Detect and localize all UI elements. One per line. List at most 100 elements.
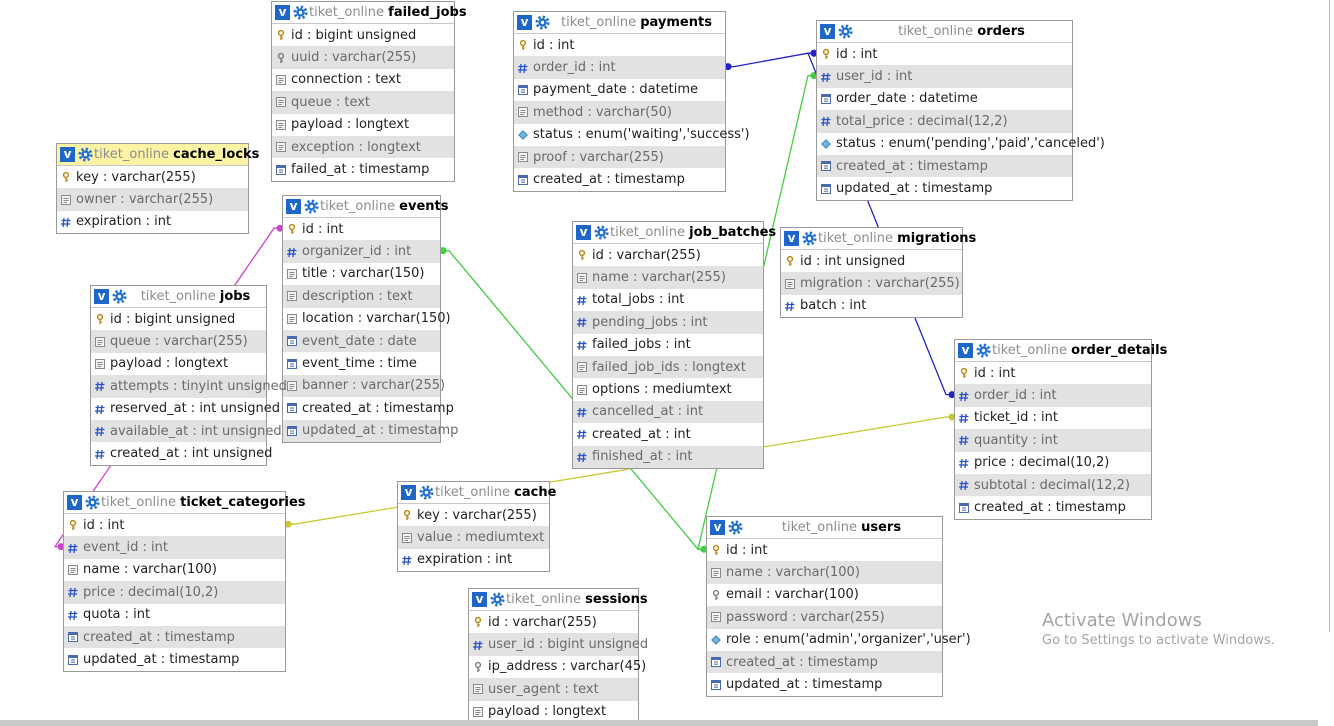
column-row[interactable]: id : int	[283, 218, 440, 240]
column-row[interactable]: updated_at : timestamp	[707, 673, 942, 695]
column-row[interactable]: title : varchar(150)	[283, 263, 440, 285]
toggle-columns-icon[interactable]: v	[784, 231, 799, 246]
toggle-columns-icon[interactable]: v	[517, 15, 532, 30]
column-row[interactable]: price : decimal(10,2)	[955, 452, 1151, 474]
toggle-columns-icon[interactable]: v	[576, 225, 591, 240]
vertical-scrollbar[interactable]	[1329, 0, 1330, 632]
column-row[interactable]: batch : int	[781, 295, 962, 317]
column-row[interactable]: created_at : timestamp	[955, 496, 1151, 518]
column-row[interactable]: event_time : time	[283, 352, 440, 374]
column-row[interactable]: updated_at : timestamp	[817, 177, 1072, 199]
column-row[interactable]: description : text	[283, 285, 440, 308]
column-row[interactable]: failed_jobs : int	[573, 334, 763, 356]
column-row[interactable]: key : varchar(255)	[57, 166, 248, 188]
gear-icon[interactable]	[489, 591, 506, 608]
column-row[interactable]: event_id : int	[64, 536, 285, 559]
column-row[interactable]: created_at : timestamp	[514, 168, 725, 190]
column-row[interactable]: price : decimal(10,2)	[64, 581, 285, 604]
column-row[interactable]: id : bigint unsigned	[91, 308, 266, 330]
toggle-columns-icon[interactable]: v	[820, 24, 835, 39]
column-row[interactable]: id : int	[707, 539, 942, 561]
column-row[interactable]: user_agent : text	[469, 678, 638, 701]
toggle-columns-icon[interactable]: v	[286, 199, 301, 214]
gear-icon[interactable]	[727, 519, 744, 536]
column-row[interactable]: order_date : datetime	[817, 88, 1072, 110]
gear-icon[interactable]	[801, 230, 818, 247]
column-row[interactable]: id : int unsigned	[781, 250, 962, 272]
column-row[interactable]: failed_job_ids : longtext	[573, 355, 763, 379]
column-row[interactable]: attempts : tinyint unsigned	[91, 375, 287, 398]
column-row[interactable]: email : varchar(100)	[707, 584, 942, 606]
column-row[interactable]: method : varchar(50)	[514, 101, 725, 124]
gear-icon[interactable]	[292, 4, 309, 21]
column-row[interactable]: value : mediumtext	[398, 526, 549, 549]
column-row[interactable]: id : int	[955, 362, 1151, 384]
column-row[interactable]: finished_at : int	[573, 445, 763, 468]
column-row[interactable]: password : varchar(255)	[707, 606, 942, 629]
column-row[interactable]: user_id : int	[817, 65, 1072, 88]
column-row[interactable]: updated_at : timestamp	[64, 648, 285, 670]
gear-icon[interactable]	[84, 494, 101, 511]
gear-icon[interactable]	[111, 288, 128, 305]
column-row[interactable]: name : varchar(255)	[573, 266, 763, 289]
column-row[interactable]: key : varchar(255)	[398, 504, 549, 526]
column-row[interactable]: cancelled_at : int	[573, 400, 763, 424]
gear-icon[interactable]	[975, 342, 992, 359]
column-row[interactable]: order_id : int	[514, 56, 725, 79]
column-row[interactable]: updated_at : timestamp	[283, 419, 458, 442]
gear-icon[interactable]	[418, 484, 435, 501]
column-row[interactable]: id : int	[514, 34, 725, 56]
column-row[interactable]: owner : varchar(255)	[57, 188, 248, 211]
column-row[interactable]: uuid : varchar(255)	[272, 46, 454, 69]
horizontal-scrollbar[interactable]	[0, 720, 1318, 726]
gear-icon[interactable]	[593, 224, 610, 241]
toggle-columns-icon[interactable]: v	[958, 343, 973, 358]
column-row[interactable]: ticket_id : int	[955, 407, 1151, 429]
column-row[interactable]: status : enum('waiting','success')	[514, 124, 750, 146]
column-row[interactable]: user_id : bigint unsigned	[469, 633, 648, 656]
gear-icon[interactable]	[837, 23, 854, 40]
column-row[interactable]: failed_at : timestamp	[272, 158, 454, 180]
column-row[interactable]: event_date : date	[283, 329, 440, 353]
column-row[interactable]: created_at : timestamp	[283, 397, 454, 419]
column-row[interactable]: role : enum('admin','organizer','user')	[707, 629, 971, 651]
toggle-columns-icon[interactable]: v	[60, 147, 75, 162]
column-row[interactable]: subtotal : decimal(12,2)	[955, 473, 1151, 497]
column-row[interactable]: id : bigint unsigned	[272, 24, 454, 46]
column-row[interactable]: created_at : timestamp	[817, 154, 1072, 178]
gear-icon[interactable]	[534, 14, 551, 31]
column-row[interactable]: created_at : int	[573, 423, 763, 445]
column-row[interactable]: payload : longtext	[469, 701, 638, 723]
column-row[interactable]: options : mediumtext	[573, 378, 763, 400]
column-row[interactable]: name : varchar(100)	[64, 559, 285, 581]
column-row[interactable]: total_price : decimal(12,2)	[817, 110, 1072, 133]
column-row[interactable]: exception : longtext	[272, 135, 454, 159]
column-row[interactable]: available_at : int unsigned	[91, 419, 282, 443]
column-row[interactable]: id : int	[817, 43, 1072, 65]
column-row[interactable]: created_at : int unsigned	[91, 442, 272, 464]
column-row[interactable]: id : varchar(255)	[573, 244, 763, 266]
toggle-columns-icon[interactable]: v	[472, 592, 487, 607]
column-row[interactable]: status : enum('pending','paid','canceled…	[817, 133, 1105, 155]
column-row[interactable]: organizer_id : int	[283, 240, 440, 263]
toggle-columns-icon[interactable]: v	[94, 289, 109, 304]
column-row[interactable]: pending_jobs : int	[573, 311, 763, 334]
